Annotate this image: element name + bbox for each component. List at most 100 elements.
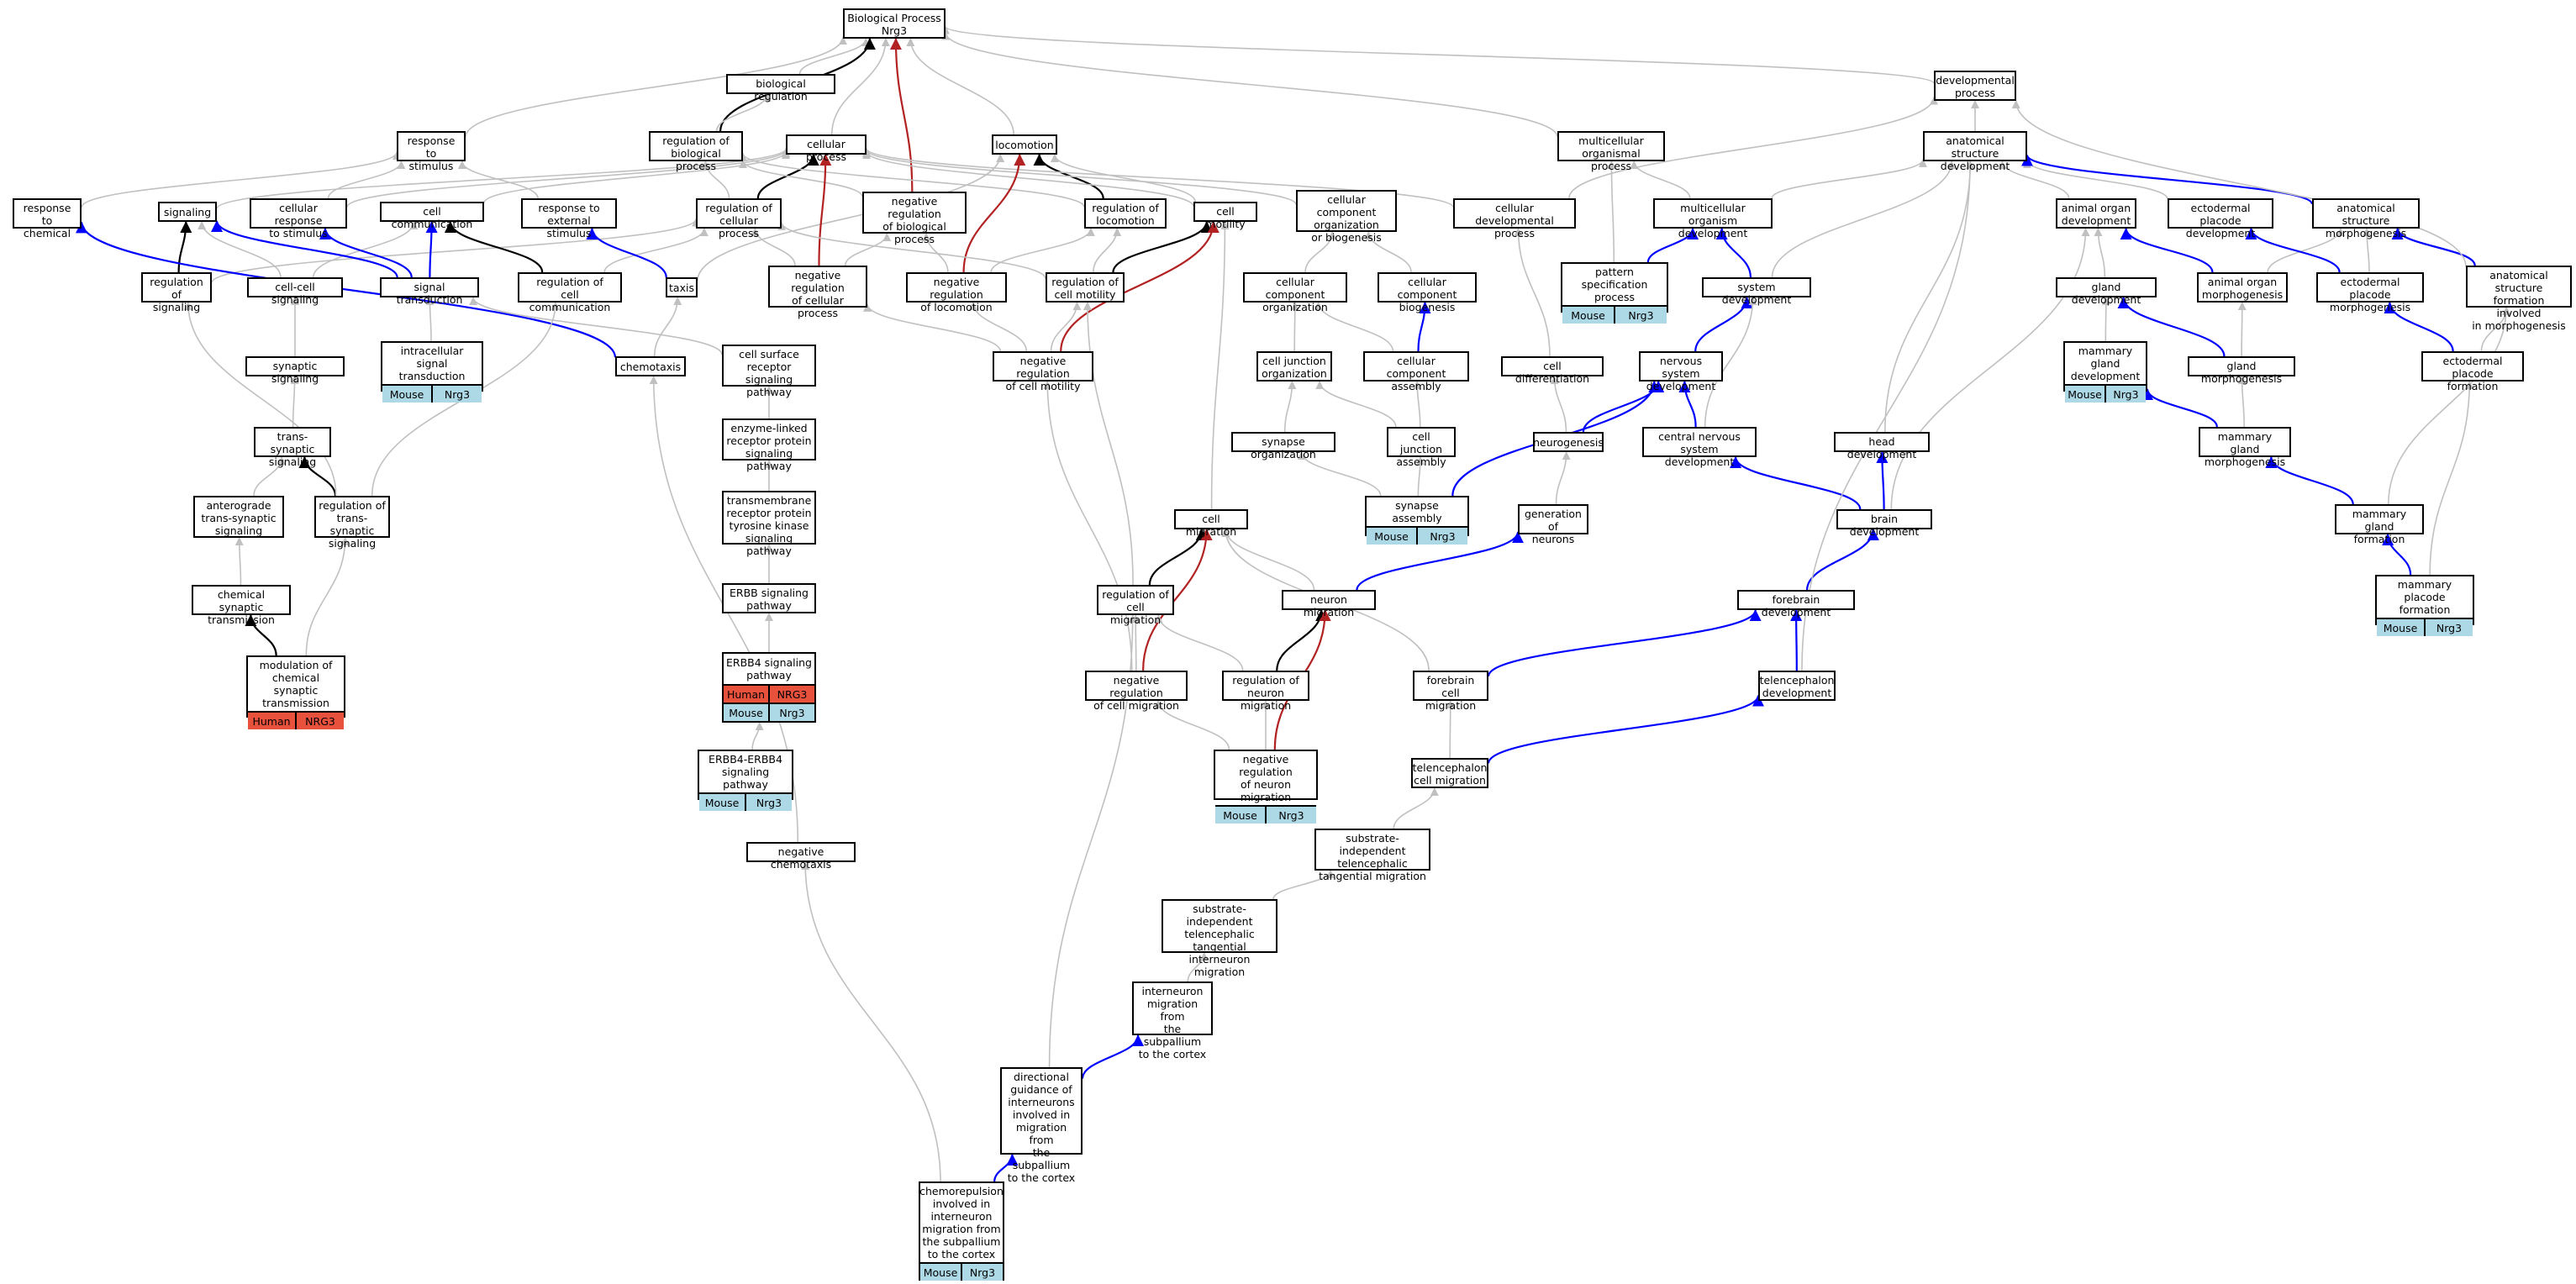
term-node-ccob[interactable]: cellular component organization or bioge… xyxy=(1296,190,1397,244)
term-node-cns-dev[interactable]: central nervous system development xyxy=(1642,427,1757,468)
term-node-gen-neurons[interactable]: generation of neurons xyxy=(1518,504,1588,545)
term-node-reg-signaling[interactable]: regulation of signaling xyxy=(141,272,212,313)
term-node-reg-neuron-migration[interactable]: regulation of neuron migration xyxy=(1222,671,1309,712)
gene-tag: Nrg3 xyxy=(1614,307,1667,324)
edge-positively-regulates xyxy=(319,228,413,278)
term-node-synapse-org[interactable]: synapse organization xyxy=(1231,432,1335,460)
term-node-reg-bp[interactable]: regulation of biological process xyxy=(649,131,743,172)
term-node-signaling[interactable]: signaling xyxy=(158,202,217,222)
term-node-neg-reg-cell-motility[interactable]: negative regulation of cell motility xyxy=(993,351,1093,392)
term-node-rtk-sig[interactable]: transmembrane receptor protein tyrosine … xyxy=(722,491,816,557)
term-node-neuron-migration[interactable]: neuron migration xyxy=(1282,590,1376,618)
term-node-mammary-gland-morph[interactable]: mammary gland morphogenesis xyxy=(2199,427,2291,468)
term-node-ecto-plac-morph[interactable]: ectodermal placode morphogenesis xyxy=(2316,272,2424,313)
term-node-chemotaxis[interactable]: chemotaxis xyxy=(615,356,686,376)
term-node-multi-org[interactable]: multicellular organismal process xyxy=(1557,131,1665,172)
term-node-chem-syn-trans[interactable]: chemical synaptic transmission xyxy=(192,585,291,626)
term-node-reg-cell-motility[interactable]: regulation of cell motility xyxy=(1046,272,1125,303)
term-node-forebrain-cell-migration[interactable]: forebrain cell migration xyxy=(1413,671,1488,712)
term-node-telencephalon-dev[interactable]: telencephalon development xyxy=(1758,671,1836,701)
term-node-erbb-sig[interactable]: ERBB signaling pathway xyxy=(722,583,816,613)
term-node-taxis[interactable]: taxis xyxy=(666,277,698,297)
gene-tag: Nrg3 xyxy=(1265,807,1316,824)
term-node-neurogenesis[interactable]: neurogenesis xyxy=(1533,432,1604,452)
edge-is-a xyxy=(312,221,419,278)
term-node-bp[interactable]: Biological Process Nrg3 xyxy=(843,8,946,39)
term-node-cell-migration[interactable]: cell migration xyxy=(1174,509,1248,538)
edge-negatively-regulates xyxy=(889,38,914,192)
term-node-mammary-gland-form[interactable]: mammary gland formation xyxy=(2335,504,2424,545)
term-node-head-dev[interactable]: head development xyxy=(1834,432,1930,460)
term-node-sub-indep-tang-intern[interactable]: substrate-independent telencephalic tang… xyxy=(1162,899,1277,978)
term-node-cell-dev-proc[interactable]: cellular developmental process xyxy=(1453,198,1576,239)
term-node-anat-morph[interactable]: anatomical structure morphogenesis xyxy=(2312,198,2420,239)
term-node-directional-guidance[interactable]: directional guidance of interneurons inv… xyxy=(1000,1067,1083,1184)
term-node-enzyme-linked[interactable]: enzyme-linked receptor protein signaling… xyxy=(722,418,816,472)
term-node-anat-form-morph[interactable]: anatomical structure formation involved … xyxy=(2466,266,2572,332)
term-node-chemorepulsion[interactable]: chemorepulsion involved in interneuron m… xyxy=(919,1181,1004,1281)
term-node-trans-syn-sig[interactable]: trans-synaptic signaling xyxy=(254,427,331,468)
term-node-gland-morph[interactable]: gland morphogenesis xyxy=(2188,356,2295,385)
term-node-devproc[interactable]: developmental process xyxy=(1934,71,2016,101)
term-node-synaptic-sig[interactable]: synaptic signaling xyxy=(245,356,345,385)
term-node-cc-biog[interactable]: cellular component biogenesis xyxy=(1378,272,1477,313)
term-node-interneuron-mig[interactable]: interneuron migration from the subpalliu… xyxy=(1132,981,1213,1060)
term-node-resp-ext[interactable]: response to external stimulus xyxy=(521,198,617,239)
term-node-reg-loco[interactable]: regulation of locomotion xyxy=(1084,198,1167,229)
term-node-cellproc[interactable]: cellular process xyxy=(786,134,867,163)
term-node-sig-trans[interactable]: signal transduction xyxy=(380,277,479,306)
term-node-neg-chemotaxis[interactable]: negative chemotaxis xyxy=(746,842,856,871)
term-node-reg-cellproc[interactable]: regulation of cellular process xyxy=(696,198,782,239)
term-node-cell-motility[interactable]: cell motility xyxy=(1193,202,1257,230)
term-node-cell-comm[interactable]: cell communication xyxy=(380,202,484,230)
term-node-gland-dev[interactable]: gland development xyxy=(2056,277,2157,306)
term-node-bioreg[interactable]: biological regulation xyxy=(726,74,835,103)
term-node-cc-assembly[interactable]: cellular component assembly xyxy=(1363,351,1469,392)
term-label: Biological Process Nrg3 xyxy=(847,12,941,37)
term-node-animal-organ-dev[interactable]: animal organ development xyxy=(2056,198,2136,229)
term-label: negative regulation of biological proces… xyxy=(882,195,946,245)
organism-tag: Human xyxy=(726,687,766,701)
term-node-cc-org[interactable]: cellular component organization xyxy=(1243,272,1347,313)
term-node-reg-cell-comm[interactable]: regulation of cell communication xyxy=(518,272,622,313)
term-node-locomotion[interactable]: locomotion xyxy=(992,134,1057,155)
term-label: ectodermal placode formation xyxy=(2442,355,2503,392)
term-node-brain-dev[interactable]: brain development xyxy=(1836,509,1932,538)
term-node-resp-chem[interactable]: response to chemical xyxy=(13,198,82,239)
term-node-sub-indep-tang[interactable]: substrate-independent telencephalic tang… xyxy=(1314,829,1430,882)
term-node-reg-cell-migration[interactable]: regulation of cell migration xyxy=(1097,585,1174,626)
term-node-forebrain-dev[interactable]: forebrain development xyxy=(1737,590,1855,618)
term-node-cell-junc-assembly[interactable]: cell junction assembly xyxy=(1387,427,1456,468)
term-node-reg-trans-syn[interactable]: regulation of trans-synaptic signaling xyxy=(314,496,390,550)
term-node-anat-dev[interactable]: anatomical structure development xyxy=(1923,131,2027,172)
edge-is-a xyxy=(1446,700,1455,759)
term-node-multi-org-dev[interactable]: multicellular organism development xyxy=(1653,198,1773,239)
term-node-neg-reg-cellproc[interactable]: negative regulation of cellular process xyxy=(768,266,867,319)
term-node-neg-reg-loco[interactable]: negative regulation of locomotion xyxy=(906,272,1007,313)
term-node-cell-resp-stim[interactable]: cellular response to stimulus xyxy=(250,198,347,239)
term-node-sys-dev[interactable]: system development xyxy=(1702,277,1811,306)
term-node-ecto-plac-form[interactable]: ectodermal placode formation xyxy=(2421,351,2524,392)
term-node-telen-cell-migration[interactable]: telencephalon cell migration xyxy=(1411,758,1488,788)
term-node-cell-cell-sig[interactable]: cell-cell signaling xyxy=(247,277,343,306)
term-node-ns-dev[interactable]: nervous system development xyxy=(1639,351,1723,392)
term-node-neg-reg-cell-migration[interactable]: negative regulation of cell migration xyxy=(1085,671,1188,712)
term-node-neg-reg-bp[interactable]: negative regulation of biological proces… xyxy=(862,192,967,245)
term-node-resp-stim[interactable]: response to stimulus xyxy=(397,131,466,172)
term-node-ecto-plac-dev[interactable]: ectodermal placode development xyxy=(2168,198,2273,239)
term-node-cell-junc-org[interactable]: cell junction organization xyxy=(1256,351,1332,382)
term-node-antero-syn[interactable]: anterograde trans-synaptic signaling xyxy=(193,496,284,538)
term-node-cell-diff[interactable]: cell differentiation xyxy=(1501,356,1604,385)
term-node-csrsp[interactable]: cell surface receptor signaling pathway xyxy=(722,345,816,398)
term-node-mod-chem-syn[interactable]: modulation of chemical synaptic transmis… xyxy=(246,655,345,729)
term-node-animal-organ-morph[interactable]: animal organ morphogenesis xyxy=(2197,272,2288,303)
